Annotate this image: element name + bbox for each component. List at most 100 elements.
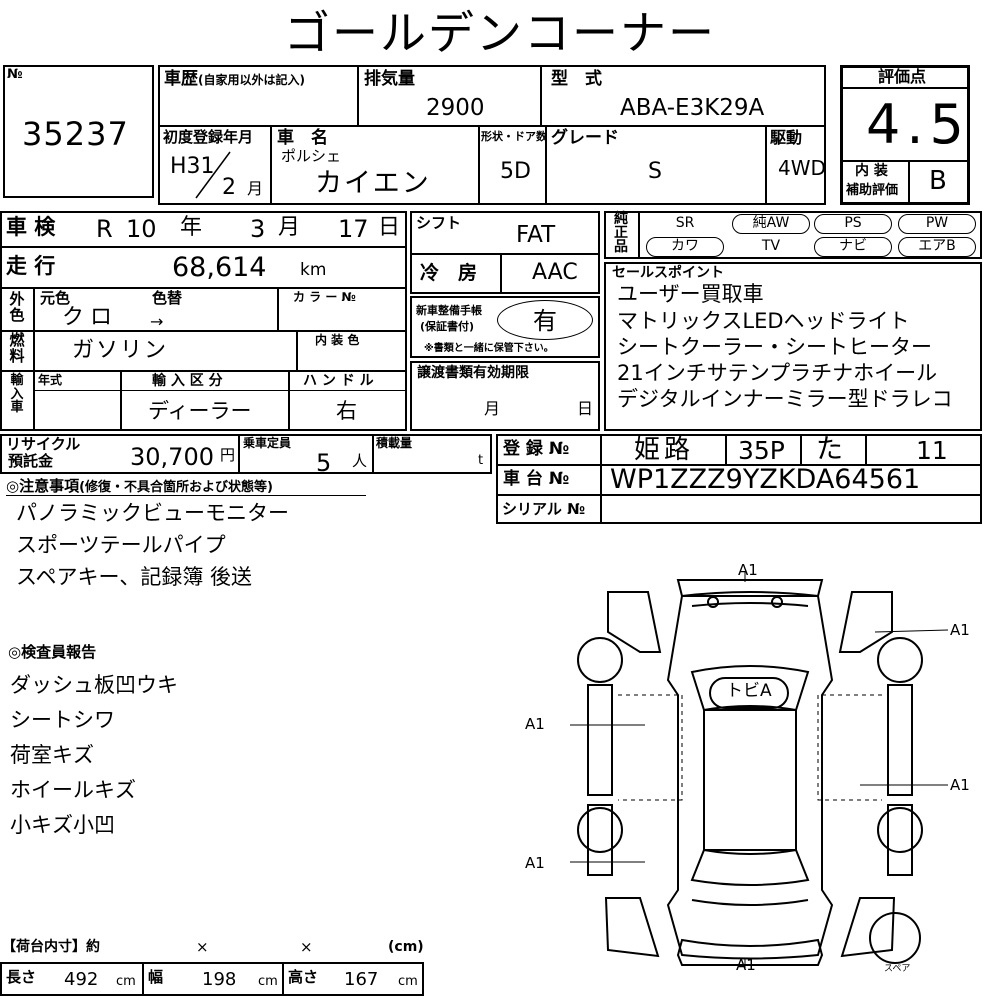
shift-box [410,211,600,294]
genuine-parts-label: 純正品 [614,211,628,255]
sales-point-4: 21インチサテンプラチナホイール [617,361,938,385]
score-box [840,65,970,205]
load-label: 積載量 [376,436,413,450]
car-name-label: 車 名 [277,128,328,148]
rear-bumper [676,938,824,966]
cargo-length-value: 492 [64,969,99,990]
left-front-door [587,684,613,796]
history-label: 車歴(自家用以外は記入) [164,69,305,89]
shift-value: FAT [516,222,556,248]
displacement-value: 2900 [426,95,485,121]
recycle-label-2: 預託金 [8,452,54,470]
damage-mark-left-rear: A1 [525,854,545,872]
registration-class: 35P [738,436,785,465]
note-item-3: スペアキー、記録簿 後送 [16,565,252,589]
page-title: ゴールデンコーナー [284,6,716,60]
capacity-unit: 人 [352,452,368,470]
displacement-label: 排気量 [364,69,415,89]
document-expiry-month-unit: 月 [484,399,501,418]
load-unit: t [478,453,484,468]
left-rear-tire [577,807,623,853]
cargo-length-unit: cm [116,974,136,989]
cargo-height-unit: cm [398,974,418,989]
cargo-height-label: 高さ [288,968,319,986]
equipment-sr: SR [675,215,695,231]
right-rear-door [887,804,913,876]
handle-value: 右 [336,399,357,423]
inspection-month: 3 [250,215,266,243]
damage-mark-front: A1 [738,561,758,579]
damage-mark-rear: A1 [736,956,756,974]
inspection-month-unit: 月 [278,215,301,240]
damage-mark-right-rear: A1 [950,776,970,794]
damage-mark-right-front: A1 [950,621,970,639]
cargo-times-1: × [196,938,209,956]
inspection-label: 車 検 [6,215,56,239]
vehicle-info-box [158,65,826,205]
color-number-label: カ ラ ー № [293,290,356,304]
fuel-side-label: 燃料 [9,331,25,365]
color-change-label: 色替 [152,289,183,307]
lot-number-value: 35237 [22,115,129,153]
grade-label: グレード [551,128,619,148]
body-type-value: 5D [500,159,531,184]
sales-point-2: マトリックスLEDヘッドライト [617,309,910,333]
recycle-box [0,434,492,474]
left-front-tire [577,637,623,683]
interior-color-label: 内 装 色 [315,333,360,347]
chassis-value: WP1ZZZ9YZKDA64561 [610,464,921,495]
registration-label: 登 録 № [503,439,570,459]
chassis-label: 車 台 № [503,469,570,489]
note-item-1: パノラミックビューモニター [16,501,289,525]
import-side-label: 輸入車 [10,373,24,416]
recycle-label-1: リサイクル [6,435,81,453]
registration-place: 姫路 [634,435,695,465]
inspector-item-2: シートシワ [10,708,115,732]
equipment-navi: ナビ [814,237,892,257]
car-condition-diagram [570,572,949,968]
roof-mark-oval [709,677,789,709]
warranty-value: 有 [533,307,557,335]
left-front-fender [607,591,662,653]
damage-mark-left-front: A1 [525,715,545,733]
equipment-box [604,211,982,259]
lot-number-label: № [7,67,23,82]
inspector-item-1: ダッシュ板凹ウキ [10,673,178,697]
model-code-label: 型 式 [551,69,602,89]
capacity-value: 5 [316,449,332,477]
document-expiry-label: 譲渡書類有効期限 [417,365,529,381]
fuel-value: ガソリン [72,338,169,363]
cargo-length-label: 長さ [6,968,37,986]
inspection-day: 17 [338,215,369,243]
equipment-leather: カワ [646,237,724,257]
warranty-oval [497,300,593,340]
right-rear-tire [877,807,923,853]
warranty-box [410,296,600,358]
shift-label: シフト [416,214,462,232]
mileage-unit: km [300,260,327,280]
score-value: 4.5 [866,93,970,156]
registration-kana: た [816,434,843,465]
recycle-unit: 円 [220,446,236,464]
note-item-2: スポーツテールパイプ [16,533,226,557]
aircon-value: AAC [532,260,578,285]
rear-window [690,848,810,886]
car-name-value: カイエン [315,168,431,199]
first-registration-month: 2 [222,175,236,200]
cargo-height-value: 167 [344,969,379,990]
interior-score-label-1: 内 装 [855,163,888,179]
registration-box [496,434,982,524]
slash-mark [195,151,231,199]
inspector-item-4: ホイールキズ [10,778,136,802]
import-year-label: 年式 [38,373,63,387]
equipment-ps: PS [814,214,892,234]
body-type-label: 形状・ドア数 [481,130,547,143]
first-registration-year: H31 [170,154,215,179]
drive-value: 4WD [778,156,826,180]
car-maker: ポルシェ [281,147,342,165]
exterior-side-label: 外色 [9,290,25,324]
car-body-outline [666,591,834,960]
interior-score-value: B [929,166,947,196]
interior-score-label-2: 補助評価 [846,183,899,198]
right-front-tire [877,637,923,683]
